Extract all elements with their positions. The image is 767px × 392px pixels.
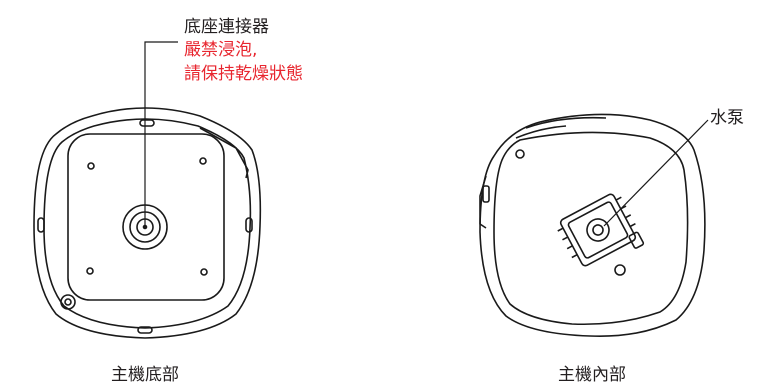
pump-teeth: [571, 253, 578, 259]
pump-teeth: [566, 245, 573, 250]
inside-outer-shell: [479, 113, 706, 337]
inside-view: [479, 113, 706, 337]
drain-plug-inner: [64, 298, 72, 306]
pump-teeth: [557, 227, 564, 232]
foot-slot: [137, 326, 153, 334]
pump-housing: [559, 193, 637, 267]
inside-top-lip: [525, 116, 607, 129]
pump-inner-frame: [567, 201, 629, 259]
connector-leader-line: [144, 41, 178, 227]
screw: [86, 267, 94, 275]
foot-slot: [139, 119, 155, 127]
screw: [200, 268, 208, 276]
pump-teeth: [625, 214, 632, 219]
foot-slot: [245, 217, 253, 233]
pump-leader-line: [603, 119, 709, 227]
pump-cable-end: [614, 264, 626, 276]
pump-teeth: [562, 236, 569, 241]
bottom-plate: [67, 133, 225, 301]
pump-teeth: [615, 196, 622, 201]
caption-inside-view: 主機內部: [558, 365, 626, 385]
bottom-side-latch: [199, 127, 249, 179]
connector-warning-line2: 請保持乾燥狀態: [184, 64, 303, 84]
inside-vent-hole: [515, 149, 525, 159]
caption-bottom-view: 主機底部: [111, 365, 179, 385]
pump-teeth: [629, 222, 636, 228]
bottom-outer-shell: [33, 107, 262, 339]
drain-plug: [60, 294, 76, 310]
pump-impeller: [586, 218, 610, 242]
inside-bowl: [493, 131, 689, 326]
pump-impeller-core: [592, 224, 604, 236]
pump-label: 水泵: [710, 108, 744, 128]
bottom-view: [33, 107, 262, 339]
bottom-inner-rim: [43, 118, 252, 329]
foot-slot: [37, 217, 45, 233]
inside-side-handle-slot: [482, 185, 490, 203]
inside-top-lip-2: [515, 125, 567, 139]
pump-outlet: [628, 231, 645, 249]
screw: [87, 162, 95, 170]
screw: [199, 157, 207, 165]
water-pump[interactable]: [554, 190, 646, 277]
connector-warning-line1: 嚴禁浸泡,: [184, 40, 257, 60]
connector-title: 底座連接器: [184, 17, 269, 37]
